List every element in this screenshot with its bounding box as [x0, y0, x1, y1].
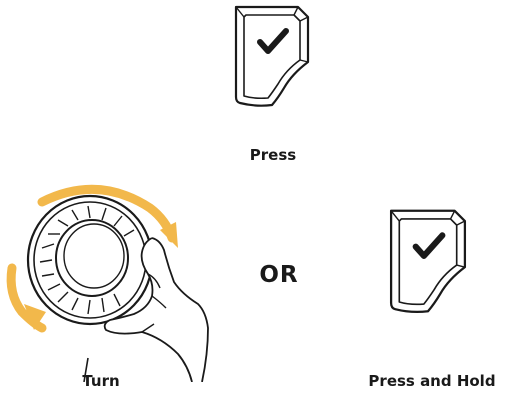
press-label: Press: [243, 146, 303, 164]
press-and-hold-label: Press and Hold: [362, 372, 502, 390]
turn-label: Turn: [76, 372, 126, 390]
or-separator: OR: [255, 262, 303, 288]
press-checkmark-key-icon: [232, 4, 312, 108]
rotary-dial-with-hand-icon: [2, 178, 218, 382]
press-and-hold-checkmark-key-icon: [387, 206, 469, 316]
